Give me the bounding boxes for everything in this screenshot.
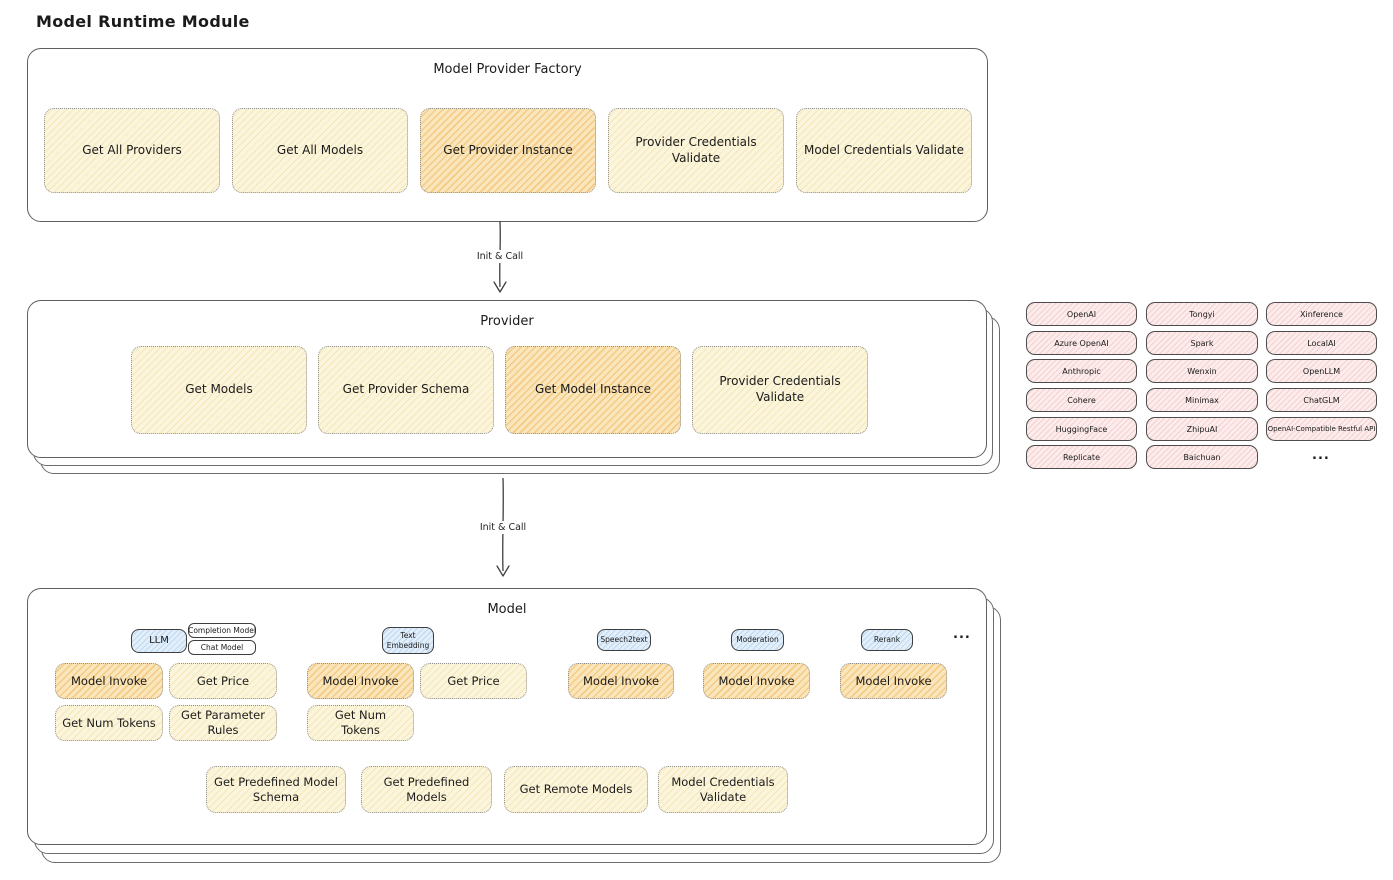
provider-pill-xinference: Xinference — [1266, 302, 1377, 326]
node-embedding-model-invoke: Model Invoke — [307, 663, 414, 699]
factory-panel-title: Model Provider Factory — [433, 62, 582, 77]
provider-pill-openllm: OpenLLM — [1266, 359, 1377, 383]
node-get-all-models: Get All Models — [232, 108, 408, 193]
provider-panel: Provider Get Models Get Provider Schema … — [27, 300, 987, 458]
tab-text-embedding: Text Embedding — [382, 627, 434, 654]
node-get-all-providers: Get All Providers — [44, 108, 220, 193]
node-llm-model-invoke: Model Invoke — [55, 663, 163, 699]
provider-pill-baichuan: Baichuan — [1146, 445, 1258, 469]
provider-pill-minimax: Minimax — [1146, 388, 1258, 412]
tab-completion-model: Completion Model — [188, 623, 256, 638]
provider-pill-openai-compatible: OpenAI-Compatible Restful API — [1266, 417, 1377, 441]
provider-pill-chatglm: ChatGLM — [1266, 388, 1377, 412]
node-model-credentials-validate: Model Credentials Validate — [796, 108, 972, 193]
node-get-predefined-models: Get Predefined Models — [361, 766, 492, 813]
node-get-predefined-model-schema: Get Predefined Model Schema — [206, 766, 346, 813]
node-embedding-get-price: Get Price — [420, 663, 527, 699]
node-embedding-get-num-tokens: Get Num Tokens — [307, 705, 414, 741]
node-provider-credentials-validate-2: Provider Credentials Validate — [692, 346, 868, 434]
provider-list-more-ellipsis: ... — [1312, 448, 1330, 463]
node-llm-get-num-tokens: Get Num Tokens — [55, 705, 163, 741]
tab-llm: LLM — [131, 629, 187, 653]
provider-panel-title: Provider — [480, 314, 534, 329]
provider-pill-cohere: Cohere — [1026, 388, 1137, 412]
node-get-model-instance: Get Model Instance — [505, 346, 681, 434]
provider-pill-zhipuai: ZhipuAI — [1146, 417, 1258, 441]
provider-pill-replicate: Replicate — [1026, 445, 1137, 469]
arrow-label-init-call-1: Init & Call — [472, 250, 528, 263]
node-provider-credentials-validate: Provider Credentials Validate — [608, 108, 784, 193]
model-panel-title: Model — [487, 602, 527, 617]
provider-pill-tongyi: Tongyi — [1146, 302, 1258, 326]
provider-pill-anthropic: Anthropic — [1026, 359, 1137, 383]
factory-panel: Model Provider Factory Get All Providers… — [27, 48, 988, 222]
provider-pill-huggingface: HuggingFace — [1026, 417, 1137, 441]
provider-pill-wenxin: Wenxin — [1146, 359, 1258, 383]
provider-pill-openai: OpenAI — [1026, 302, 1137, 326]
node-llm-get-price: Get Price — [169, 663, 277, 699]
node-get-provider-instance: Get Provider Instance — [420, 108, 596, 193]
node-llm-get-parameter-rules: Get Parameter Rules — [169, 705, 277, 741]
page-title: Model Runtime Module — [36, 12, 250, 31]
node-get-provider-schema: Get Provider Schema — [318, 346, 494, 434]
node-get-models: Get Models — [131, 346, 307, 434]
provider-pill-spark: Spark — [1146, 331, 1258, 355]
node-get-remote-models: Get Remote Models — [504, 766, 648, 813]
model-panel: Model LLM Completion Model Chat Model Te… — [27, 588, 987, 845]
tab-rerank: Rerank — [861, 629, 913, 651]
node-moderation-model-invoke: Model Invoke — [703, 663, 810, 699]
node-model-credentials-validate-2: Model Credentials Validate — [658, 766, 788, 813]
tab-speech2text: Speech2text — [597, 629, 651, 651]
provider-pill-azure-openai: Azure OpenAI — [1026, 331, 1137, 355]
tab-chat-model: Chat Model — [188, 640, 256, 655]
provider-pill-localai: LocalAI — [1266, 331, 1377, 355]
node-rerank-model-invoke: Model Invoke — [840, 663, 947, 699]
tab-moderation: Moderation — [731, 629, 784, 651]
node-speech2text-model-invoke: Model Invoke — [568, 663, 674, 699]
arrow-label-init-call-2: Init & Call — [475, 521, 531, 534]
model-tabs-more-ellipsis: ... — [953, 627, 971, 642]
